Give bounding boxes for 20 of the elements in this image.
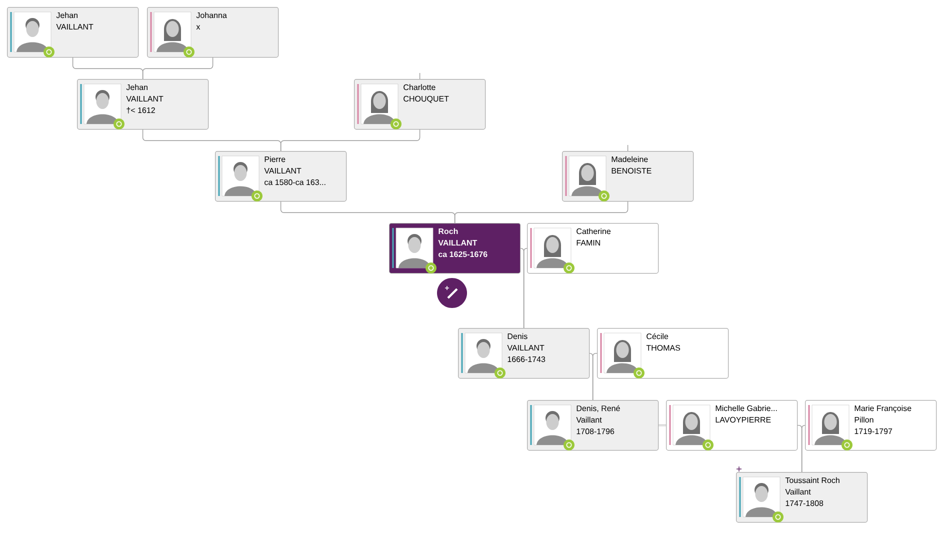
person-card: Cécile THOMAS (597, 328, 729, 379)
person-card: Jehan VAILLANT †< 1612 (77, 79, 209, 130)
connector-line (801, 424, 806, 472)
person-card: Johanna x (147, 7, 279, 58)
person-card: Denis, René Vaillant 1708-1796 (527, 400, 659, 451)
person-card: Catherine FAMIN (527, 223, 659, 274)
person-card: Charlotte CHOUQUET (354, 79, 486, 130)
person-card: Pierre VAILLANT ca 1580-ca 163... (215, 151, 347, 202)
connector-line (419, 72, 420, 80)
person-card: Michelle Gabrie... LAVOYPIERRE (666, 400, 798, 451)
person-card: Denis VAILLANT 1666-1743 (458, 328, 590, 379)
connector-line (523, 248, 528, 328)
connector-line (627, 144, 628, 152)
connector-line (658, 424, 666, 426)
person-card: Marie Françoise Pillon 1719-1797 (805, 400, 937, 451)
person-card: Jehan VAILLANT (7, 7, 139, 58)
connector-line (592, 352, 598, 400)
person-card: Madeleine BENOISTE (562, 151, 694, 202)
person-card: Roch VAILLANT ca 1625-1676 (389, 223, 521, 274)
person-card: Toussaint Roch Vaillant 1747-1808 (736, 472, 868, 523)
